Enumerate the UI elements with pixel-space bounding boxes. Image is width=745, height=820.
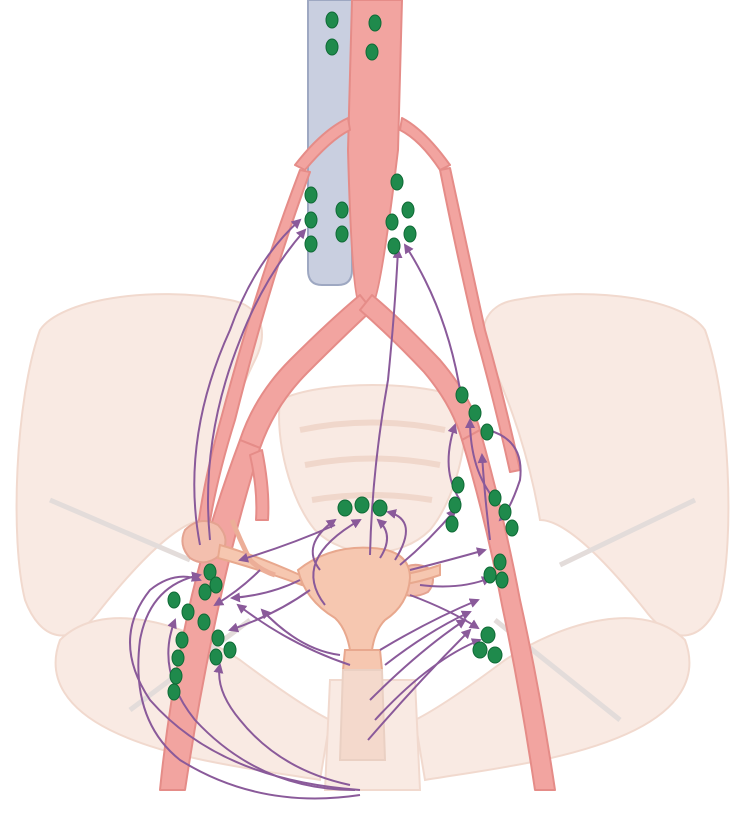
lymph-node [404, 226, 416, 242]
lymph-node [506, 520, 518, 536]
lymph-node [326, 12, 338, 28]
pathway-uterus-to-right-inguinal [410, 595, 478, 628]
lymph-node [494, 554, 506, 570]
pathway-uterus-to-left-internal [232, 580, 300, 598]
lymph-node [499, 504, 511, 520]
lymph-node [488, 647, 502, 663]
lymph-node [199, 584, 211, 600]
lymph-node [170, 668, 182, 684]
lymph-node [355, 497, 369, 513]
lymph-node [456, 387, 468, 403]
lymph-node [402, 202, 414, 218]
sacrum [279, 385, 466, 553]
lymph-node [172, 650, 184, 666]
lymph-node [373, 500, 387, 516]
lymph-node [305, 187, 317, 203]
lymph-node [452, 477, 464, 493]
pathway-cervix-to-left-1 [262, 610, 340, 655]
lymph-node [168, 684, 180, 700]
lymph-node [446, 516, 458, 532]
pathway-uterus-to-right-internal [410, 550, 485, 570]
renal-branch-right [400, 118, 450, 170]
lymph-node [473, 642, 487, 658]
lymph-node [210, 577, 222, 593]
lymph-node [198, 614, 210, 630]
lymph-node [489, 490, 501, 506]
lymph-node [449, 497, 461, 513]
lymph-node [481, 424, 493, 440]
lymph-node [326, 39, 338, 55]
pathway-presacral-to-left-internal [240, 525, 335, 560]
lymph-node [212, 630, 224, 646]
lymph-node-group-paraaortic-right [305, 187, 317, 252]
lymph-node-group-inguinal-left [473, 627, 502, 663]
lymph-node [224, 642, 236, 658]
lymph-node [336, 226, 348, 242]
lymph-node [305, 236, 317, 252]
lymph-node [469, 405, 481, 421]
lymph-node [338, 500, 352, 516]
lymph-node [168, 592, 180, 608]
lymph-node [336, 202, 348, 218]
lymph-node-group-presacral [338, 497, 387, 516]
vagina [340, 670, 385, 760]
lymph-node [210, 649, 222, 665]
lymph-node [391, 174, 403, 190]
lymph-node [481, 627, 495, 643]
lymph-node [366, 44, 378, 60]
lymph-node [388, 238, 400, 254]
left-iliac-wing [17, 294, 262, 635]
left-internal-iliac [250, 450, 268, 520]
lymph-node [496, 572, 508, 588]
lymph-node [484, 567, 496, 583]
lymph-node [386, 214, 398, 230]
lymph-node [369, 15, 381, 31]
lymph-node [182, 604, 194, 620]
lymph-node [305, 212, 317, 228]
lymph-node [176, 632, 188, 648]
right-pubic-bone [415, 618, 689, 780]
